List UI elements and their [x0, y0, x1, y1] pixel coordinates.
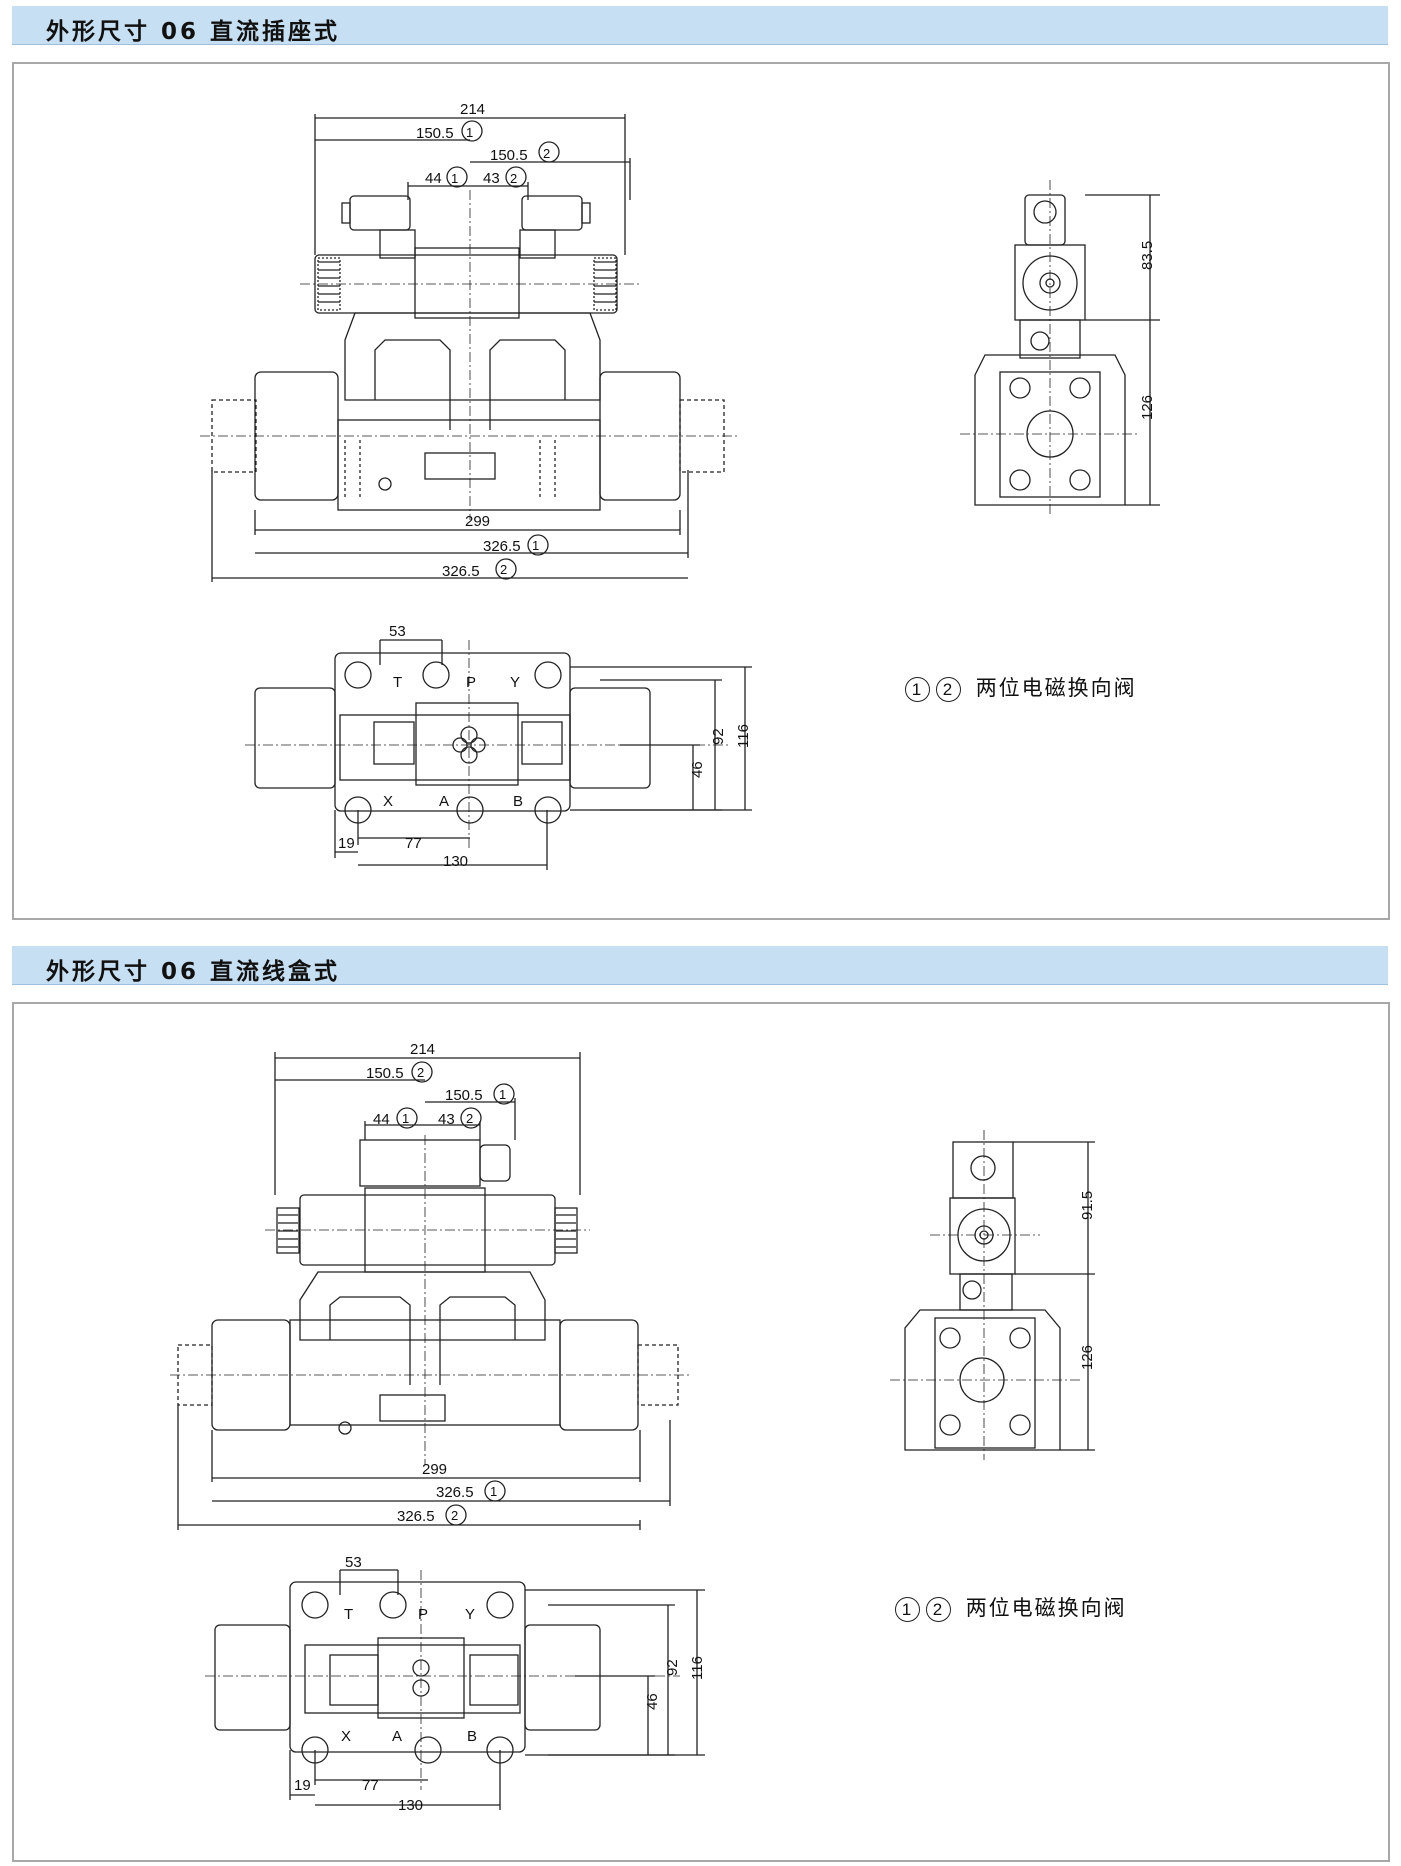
dim-214: 214: [410, 1041, 435, 1058]
legend-text: 两位电磁换向阀: [965, 1596, 1127, 1620]
plan-view-1: [245, 639, 752, 870]
marker-circle: [445, 1504, 467, 1526]
dim-43: 43: [483, 170, 500, 187]
port-T: T: [393, 674, 402, 691]
front-view-1: [200, 114, 740, 582]
marker-1: 1: [402, 1111, 409, 1126]
dim-150-5-2: 150.5: [366, 1065, 404, 1082]
port-T: T: [344, 1606, 353, 1623]
port-X: X: [383, 793, 393, 810]
port-B: B: [467, 1728, 477, 1745]
port-X: X: [341, 1728, 351, 1745]
port-Y: Y: [510, 674, 520, 691]
marker-2: 2: [466, 1111, 473, 1126]
marker-circle: [493, 1083, 515, 1105]
dim-46: 46: [689, 761, 706, 778]
dim-83-5: 83.5: [1139, 241, 1156, 270]
marker-1: 1: [490, 1484, 497, 1499]
dim-116: 116: [689, 1656, 706, 1680]
dim-130: 130: [398, 1797, 423, 1814]
dim-77: 77: [362, 1777, 379, 1794]
front-view-2: [170, 1052, 690, 1530]
marker-circle: [396, 1107, 418, 1129]
side-view-1: [960, 180, 1160, 515]
marker-2: 2: [417, 1065, 424, 1080]
dim-126: 126: [1139, 395, 1156, 420]
dim-326-5-1: 326.5: [483, 538, 521, 555]
dim-53: 53: [345, 1554, 362, 1571]
dim-326-5-2: 326.5: [397, 1508, 435, 1525]
dim-116: 116: [735, 724, 752, 748]
marker-2: 2: [510, 171, 517, 186]
marker-2: 2: [543, 146, 550, 161]
dim-19: 19: [294, 1777, 311, 1794]
port-A: A: [439, 793, 449, 810]
port-P: P: [466, 674, 476, 691]
port-P: P: [418, 1606, 428, 1623]
marker-1: 1: [451, 171, 458, 186]
side-view-2: [890, 1130, 1095, 1460]
marker-2: 2: [451, 1508, 458, 1523]
dim-150-5-1: 150.5: [445, 1087, 483, 1104]
marker-1: 1: [466, 125, 473, 140]
legend-text: 两位电磁换向阀: [975, 676, 1137, 700]
dim-299: 299: [422, 1461, 447, 1478]
dim-92: 92: [664, 1659, 681, 1676]
dim-91-5: 91.5: [1079, 1191, 1096, 1220]
dim-19: 19: [338, 835, 355, 852]
dim-126: 126: [1079, 1345, 1096, 1370]
section-1-header: 外形尺寸 06 直流插座式: [12, 6, 1388, 45]
dim-44: 44: [425, 170, 442, 187]
marker-circle: [460, 1107, 482, 1129]
dim-46: 46: [644, 1693, 661, 1710]
dim-77: 77: [405, 835, 422, 852]
dim-150-5-2: 150.5: [416, 125, 454, 142]
plan-view-2: [205, 1569, 705, 1810]
section-1-panel: [12, 62, 1390, 920]
port-A: A: [392, 1728, 402, 1745]
dim-43: 43: [438, 1111, 455, 1128]
section-1-title: 外形尺寸 06 直流插座式: [46, 19, 341, 45]
section-2-panel: [12, 1002, 1390, 1862]
dim-150-5-1: 150.5: [490, 147, 528, 164]
marker-2: 2: [500, 562, 507, 577]
dim-299: 299: [465, 513, 490, 530]
dim-44: 44: [373, 1111, 390, 1128]
marker-circle: [411, 1061, 433, 1083]
section-2-title: 外形尺寸 06 直流线盒式: [46, 959, 341, 985]
dim-214: 214: [460, 101, 485, 118]
port-Y: Y: [465, 1606, 475, 1623]
dim-326-5-1: 326.5: [436, 1484, 474, 1501]
dim-53: 53: [389, 623, 406, 640]
marker-1: 1: [499, 1087, 506, 1102]
section-2-header: 外形尺寸 06 直流线盒式: [12, 946, 1388, 985]
marker-1: 1: [532, 538, 539, 553]
marker-circle: [484, 1480, 506, 1502]
dim-92: 92: [710, 728, 727, 745]
dim-130: 130: [443, 853, 468, 870]
dim-326-5-2: 326.5: [442, 563, 480, 580]
port-B: B: [513, 793, 523, 810]
